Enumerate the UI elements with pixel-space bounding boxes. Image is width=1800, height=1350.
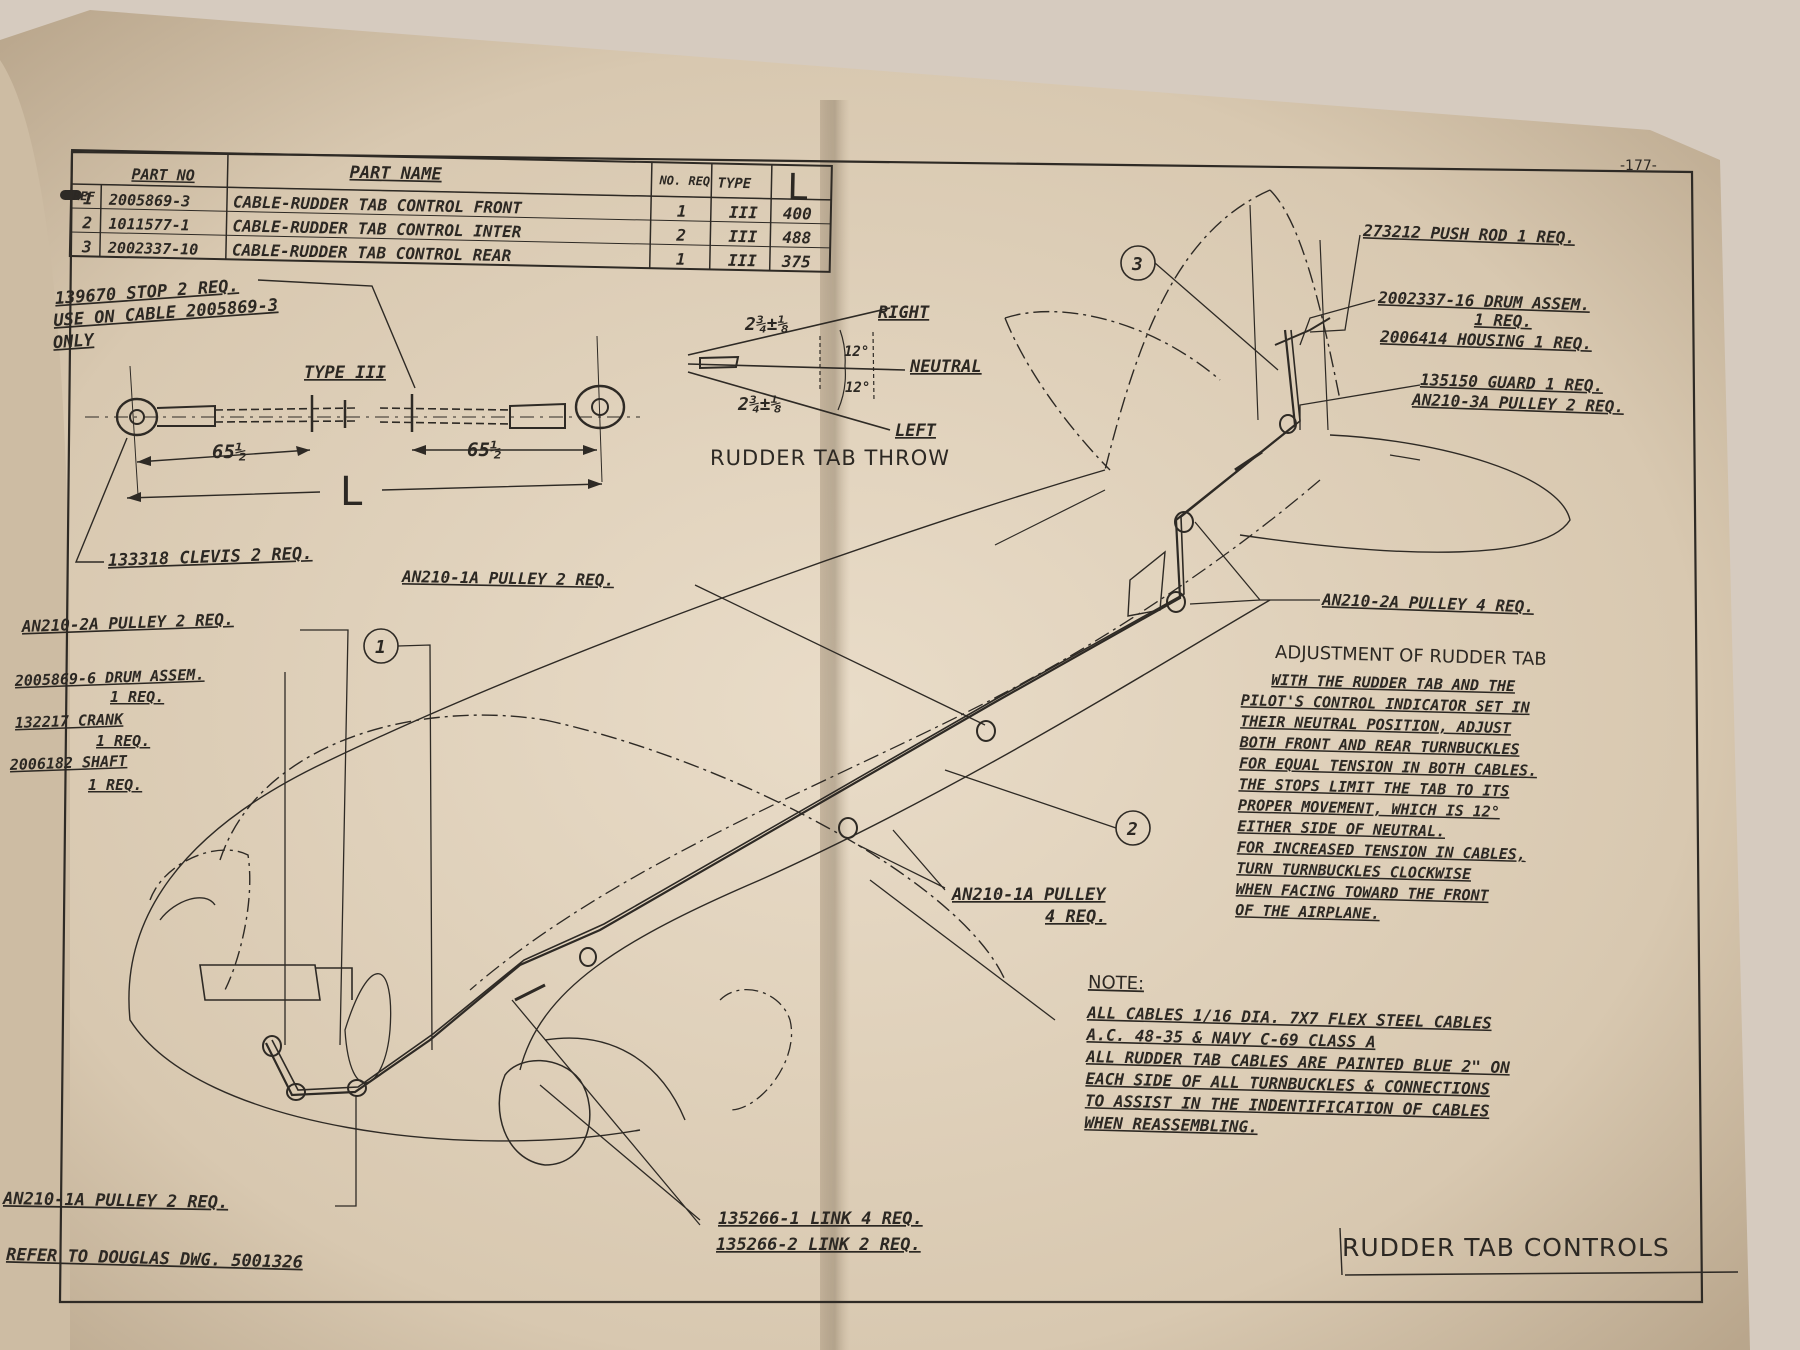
drum-front [262, 1035, 282, 1057]
throw-dim-lower: 2¾±⅛ [737, 394, 782, 415]
callout-crank-2: 1 REQ. [96, 732, 150, 750]
table-row-2-type: III [728, 227, 758, 247]
pulley-front-1 [286, 1083, 306, 1101]
drawing-border [58, 150, 1704, 1304]
turnbuckle-front [514, 983, 546, 1002]
paper-sheet [0, 10, 1750, 1350]
swage-left [156, 404, 216, 427]
engine-nacelle [498, 1059, 591, 1166]
page-number: -177- [1620, 158, 1657, 174]
wing-outline [219, 714, 1006, 981]
pulley-3a [1279, 414, 1297, 434]
length-label: L [340, 469, 363, 515]
table-row-2-ref: 2 [81, 213, 92, 232]
table-header-part-no: PART NO [131, 165, 195, 184]
turnbuckle-rear [1234, 450, 1263, 472]
table-row-1-type: III [729, 203, 759, 223]
left-stabilizer [1004, 310, 1221, 471]
dim-left: 65½ [212, 441, 246, 463]
callout-pulley-1a-2-upper: AN210-1A PULLEY 2 REQ. [401, 567, 614, 590]
throw-angle-lower: 12° [845, 380, 870, 396]
table-row-2-length: 488 [782, 228, 811, 248]
table-row-1-part-no: 2005869-3 [108, 191, 191, 211]
table-header-length: L [787, 167, 808, 208]
table-header-ref: REF [73, 189, 96, 203]
clevis-leader [74, 437, 128, 563]
throw-dim-upper: 2¾±⅛ [744, 314, 789, 335]
clevis-eye-right [574, 384, 626, 430]
leader-lines [284, 234, 1421, 1226]
rudder-tab-throw-diagram: RIGHT NEUTRAL LEFT 12° 12° 2¾±⅛ 2¾±⅛ RUD… [687, 303, 982, 470]
table-row-3-length: 375 [781, 252, 811, 272]
fuselage-top [128, 469, 1106, 1142]
ref-circle-3-label: 3 [1131, 254, 1143, 275]
callout-drum-assem-front-2: 1 REQ. [110, 688, 164, 706]
throw-angle-upper: 12° [844, 344, 869, 360]
callout-links-2: 135266-2 LINK 2 REQ. [716, 1235, 921, 1255]
pulley-front-2 [347, 1079, 367, 1097]
callout-shaft-1: 2006182 SHAFT [9, 752, 129, 774]
adjustment-line-8: EITHER SIDE OF NEUTRAL. [1237, 817, 1445, 840]
table-row-3-type: III [728, 251, 758, 271]
type-label: TYPE III [304, 363, 387, 383]
throw-neutral: NEUTRAL [909, 357, 982, 377]
callout-pulley-1a-4-1: AN210-1A PULLEY [951, 885, 1107, 905]
callout-pulley-1a-2-lower: AN210-1A PULLEY 2 REQ. [2, 1189, 228, 1213]
dim-right: 65½ [467, 439, 501, 461]
stop-leader [257, 279, 416, 389]
callout-shaft-2: 1 REQ. [88, 776, 142, 794]
drawing-title: RUDDER TAB CONTROLS [1342, 1233, 1670, 1262]
cockpit-seat [344, 973, 392, 1084]
table-header-no-req: NO. REQ [658, 173, 710, 188]
title-block: RUDDER TAB CONTROLS [1339, 1227, 1739, 1276]
left-pages-edge [0, 60, 70, 1350]
fuselage-bottom [519, 599, 1271, 1071]
adjustment-line-12: OF THE AIRPLANE. [1235, 901, 1380, 923]
callout-pulley-1a-4-2: 4 REQ. [1045, 907, 1106, 927]
right-stabilizer [1239, 434, 1571, 553]
table-row-3-ref: 3 [81, 237, 92, 256]
throw-right: RIGHT [878, 303, 930, 323]
pulley-mid-2 [838, 817, 858, 839]
table-header-part-name: PART NAME [349, 163, 442, 185]
stop-note-line-3: ONLY [52, 330, 96, 353]
pulley-aft-2 [1174, 511, 1194, 533]
table-row-3-no-req: 1 [676, 250, 686, 269]
table-row-2-part-no: 1011577-1 [108, 215, 190, 235]
note-heading: NOTE: [1088, 972, 1145, 994]
nose-cowl [149, 849, 251, 991]
ref-circle-1-label: 1 [375, 637, 386, 658]
note-line-6: WHEN REASSEMBLING. [1084, 1113, 1258, 1137]
rear-drum-housing [1274, 317, 1331, 346]
callout-links-1: 135266-1 LINK 4 REQ. [718, 1209, 923, 1229]
callout-crank-1: 132217 CRANK [15, 710, 126, 732]
airplane-outline [128, 189, 1571, 1166]
table-row-3-part-no: 2002337-10 [107, 239, 199, 259]
table-row-1-ref: 1 [83, 189, 93, 208]
table-header-type: TYPE [717, 176, 752, 193]
table-row-1-no-req: 1 [677, 202, 687, 221]
table-row-1-length: 400 [783, 204, 812, 224]
pulley-aft-1 [1166, 591, 1186, 613]
instrument-box [199, 964, 353, 1001]
swage-right [509, 402, 566, 429]
cable-run [262, 317, 1331, 1101]
throw-left: LEFT [895, 421, 937, 441]
clevis-eye-left [115, 397, 159, 437]
ref-circle-2-label: 2 [1126, 819, 1138, 840]
table-row-2-no-req: 2 [675, 226, 686, 245]
page-fold [820, 100, 850, 1350]
callout-drum-assem-rear-2: 1 REQ. [1474, 310, 1532, 331]
vertical-fin [1104, 189, 1341, 471]
pulley-mid-1 [579, 947, 597, 967]
pulley-mid-3 [976, 720, 996, 742]
throw-title: RUDDER TAB THROW [710, 446, 950, 470]
